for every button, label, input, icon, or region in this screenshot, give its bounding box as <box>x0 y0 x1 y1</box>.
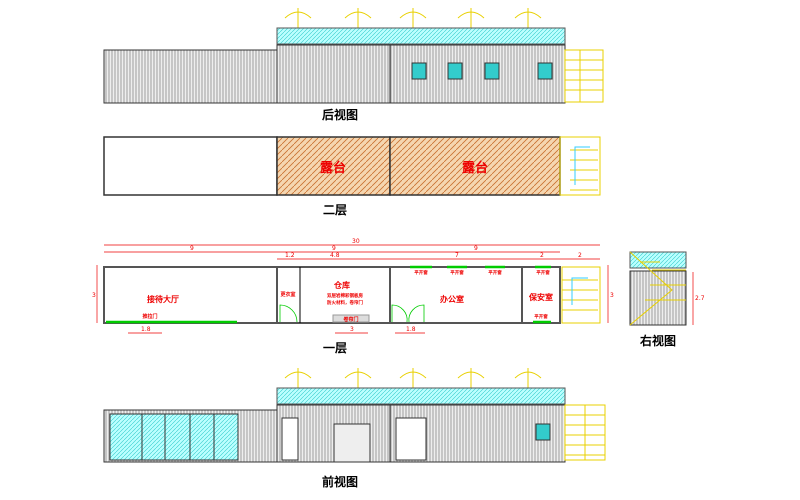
dim-height-right: 3 <box>610 292 614 299</box>
dim-sub1: 1.2 <box>285 252 295 259</box>
dim-right-view: 2.7 <box>695 295 705 302</box>
rolling-door-label: 卷帘门 <box>342 316 358 323</box>
warehouse-note: 防火材料，卷帘门 <box>327 299 363 306</box>
back-stair <box>564 49 604 103</box>
terrace-label: 露台 <box>320 160 346 176</box>
room-office: 办公室 <box>440 294 464 304</box>
dim-door3: 1.8 <box>406 326 416 333</box>
back-view: 后视图 <box>103 8 604 122</box>
stair <box>559 136 601 196</box>
sliding-door-label: 推拉门 <box>142 313 157 320</box>
dim-mid: 9 <box>332 245 336 252</box>
back-windows <box>411 62 553 80</box>
back-view-label: 后视图 <box>322 107 358 122</box>
first-floor-label: 一层 <box>323 341 347 355</box>
dim-stair: 2 <box>578 252 582 259</box>
window-label: 平开窗 <box>450 269 464 276</box>
dimension-lines <box>96 244 694 334</box>
dim-security: 2 <box>540 252 544 259</box>
window-label: 平开窗 <box>414 269 428 276</box>
window-label: 平开窗 <box>488 269 502 276</box>
front-door <box>281 417 299 461</box>
umbrellas <box>284 8 542 28</box>
dim-right: 9 <box>474 245 478 252</box>
front-view-label: 前视图 <box>322 474 358 489</box>
umbrellas <box>284 368 542 388</box>
glass-facade <box>109 413 239 461</box>
container-left <box>103 49 278 104</box>
rolling-door <box>333 423 371 463</box>
stair <box>561 266 601 324</box>
window-label: 平开窗 <box>534 313 548 320</box>
room-warehouse: 仓库 <box>333 280 350 290</box>
dim-door2: 3 <box>350 326 354 333</box>
container-mid <box>276 44 391 104</box>
doors-windows <box>106 265 551 324</box>
dim-door1: 1.8 <box>141 326 151 333</box>
right-view-label: 右视图 <box>639 333 676 348</box>
dim-office: 7 <box>455 252 459 259</box>
window-label: 平开窗 <box>536 269 550 276</box>
second-floor-label: 二层 <box>323 203 347 217</box>
dim-sub2: 4.8 <box>330 252 340 259</box>
first-floor-plan: 30 9 9 9 1.2 4.8 7 2 2 3 3 1.8 3 1.8 2.7… <box>92 238 705 355</box>
right-view: 右视图 <box>629 251 687 348</box>
room-security: 保安室 <box>528 292 553 302</box>
room-reception: 接待大厅 <box>147 294 179 304</box>
room-changing: 更衣室 <box>280 291 295 298</box>
dim-left: 9 <box>190 245 194 252</box>
dim-height-left: 3 <box>92 292 96 299</box>
front-view: 前视图 <box>103 368 606 489</box>
window <box>535 423 551 441</box>
dim-total: 30 <box>352 238 360 245</box>
second-floor-plan: 露台 露台 二层 <box>103 136 601 217</box>
terrace-label: 露台 <box>462 160 488 176</box>
roof-railing <box>276 27 566 45</box>
office-door <box>395 417 427 461</box>
warehouse-note: 双层岩棉彩钢板房 <box>327 292 363 299</box>
